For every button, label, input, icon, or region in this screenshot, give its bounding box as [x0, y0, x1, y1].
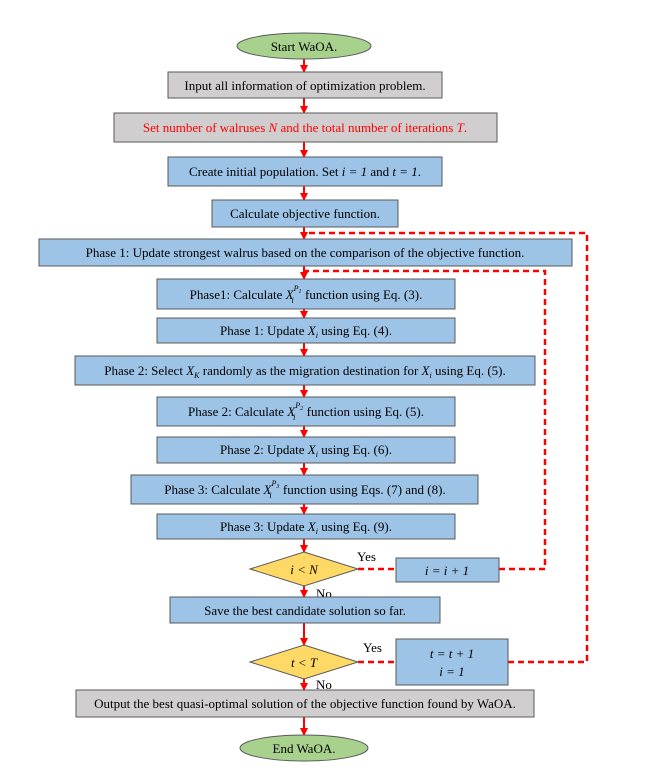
phase1-update-label: Phase 1: Update Xi using Eq. (4). — [220, 323, 392, 340]
input-label: Input all information of optimization pr… — [184, 78, 425, 93]
start-label: Start WaOA. — [271, 39, 338, 54]
phase1-strongest-label: Phase 1: Update strongest walrus based o… — [86, 245, 525, 260]
phase1-update-box: Phase 1: Update Xi using Eq. (4). — [156, 317, 456, 344]
decision-i-less-n: i < N — [248, 551, 360, 587]
decision-t-yes-label: Yes — [363, 640, 382, 655]
increment-t-box: t = t + 1 i = 1 — [395, 638, 509, 686]
decision-t-label: t < T — [291, 655, 318, 670]
dash-inc-i-loop-back — [304, 269, 547, 571]
decision-i-yes-label: Yes — [357, 549, 376, 564]
end-label: End WaOA. — [273, 741, 336, 756]
init-population-label: Create initial population. Set i = 1 and… — [189, 164, 421, 179]
phase3-update-box: Phase 3: Update Xi using Eq. (9). — [156, 513, 456, 540]
decision-t-less-t: t < T — [248, 644, 360, 680]
phase2-update-label: Phase 2: Update Xi using Eq. (6). — [220, 442, 392, 459]
save-best-label: Save the best candidate solution so far. — [204, 603, 406, 618]
input-box: Input all information of optimization pr… — [167, 71, 443, 99]
save-best-box: Save the best candidate solution so far. — [169, 596, 441, 624]
init-population-box: Create initial population. Set i = 1 and… — [167, 156, 443, 187]
set-params-label: Set number of walruses N and the total n… — [143, 120, 467, 135]
loop-arrows — [304, 231, 589, 664]
set-params-box: Set number of walruses N and the total n… — [113, 112, 498, 143]
dash-inc-t-loop-back — [304, 231, 589, 664]
phase2-update-box: Phase 2: Update Xi using Eq. (6). — [156, 436, 456, 464]
end-terminal: End WaOA. — [239, 734, 369, 762]
phase3-update-label: Phase 3: Update Xi using Eq. (9). — [220, 519, 392, 536]
increment-i-label: i = i + 1 — [425, 563, 469, 578]
output-label: Output the best quasi-optimal solution o… — [94, 696, 516, 711]
phase2-select-box: Phase 2: Select XK randomly as the migra… — [74, 355, 536, 386]
decision-i-label: i < N — [290, 562, 319, 577]
output-box: Output the best quasi-optimal solution o… — [75, 689, 535, 718]
calc-objective-label: Calculate objective function. — [230, 206, 380, 221]
start-terminal: Start WaOA. — [236, 32, 372, 60]
increment-t-label: t = t + 1 — [430, 646, 474, 661]
phase2-select-label: Phase 2: Select XK randomly as the migra… — [104, 363, 506, 380]
calc-objective-box: Calculate objective function. — [211, 199, 399, 228]
decision-t-no-label: No — [316, 677, 332, 692]
reset-i-label: i = 1 — [439, 664, 464, 679]
increment-i-box: i = i + 1 — [395, 557, 500, 583]
phase1-strongest-box: Phase 1: Update strongest walrus based o… — [38, 238, 573, 267]
